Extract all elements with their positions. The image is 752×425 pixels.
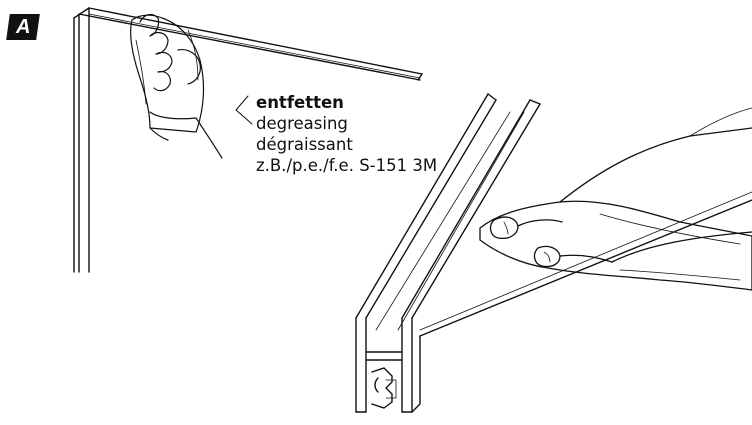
instruction-en: degreasing xyxy=(256,114,348,133)
hand-with-cloth-profile xyxy=(479,107,752,291)
degreasing-instruction: entfetten degreasing dégraissant z.B./p.… xyxy=(256,92,437,176)
instruction-de: entfetten xyxy=(256,93,344,112)
hand-with-cloth-glass xyxy=(130,13,223,159)
glass-panel xyxy=(73,7,423,273)
instruction-product: z.B./p.e./f.e. S-151 3M xyxy=(256,156,438,175)
leader-line xyxy=(235,95,253,125)
instruction-fr: dégraissant xyxy=(256,135,353,154)
aluminium-profile xyxy=(355,93,752,413)
